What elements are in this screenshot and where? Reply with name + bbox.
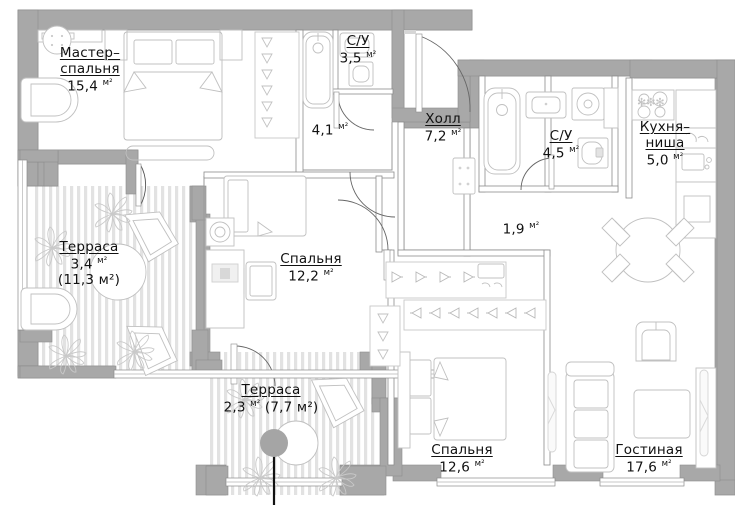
dining-chair [665, 217, 695, 247]
furniture: ✻✻✻ [20, 25, 717, 497]
room-unit: м² [673, 151, 684, 162]
desk-chair [243, 261, 277, 301]
toilet-main [348, 61, 374, 87]
room-label-bedroom-second: Спальня 12,2 м² [251, 251, 371, 285]
double-bed-master [104, 29, 243, 161]
room-name: Спальня [431, 442, 493, 458]
bathtub-second [483, 87, 521, 175]
room-name: Кухня– [639, 119, 691, 135]
room-name: Мастер– [59, 45, 121, 61]
windows [17, 159, 685, 487]
room-unit: м² [661, 458, 672, 469]
room-unit: м² [569, 144, 580, 155]
room-name-2: ниша [645, 134, 685, 151]
room-name: Холл [425, 111, 461, 127]
room-unit: м² [474, 458, 485, 469]
bathtub-main [302, 31, 334, 109]
outdoor-armchair [20, 287, 78, 331]
sofa [565, 361, 615, 473]
room-label-bathroom-second: С/У 4,5 м² [501, 128, 621, 162]
room-area: 4,5 [542, 145, 565, 162]
dining-chair [601, 217, 631, 247]
refrigerator [675, 89, 717, 129]
single-bed [223, 175, 307, 237]
room-unit: м² [366, 49, 377, 60]
svg-text:✻✻✻: ✻✻✻ [637, 96, 665, 109]
hall-console [404, 30, 416, 34]
room-area: 12,2 [288, 268, 320, 285]
room-name: Гостиная [615, 442, 683, 458]
sink-main [339, 32, 375, 58]
room-label-terrace-large: Терраса 3,4 м² (11,3 м²) [29, 239, 149, 289]
room-unit: м² [102, 77, 113, 88]
wardrobe-corridor [369, 261, 547, 367]
room-area: 3,4 [70, 256, 93, 273]
room-area: 2,3 [223, 399, 246, 416]
double-bed-third [397, 351, 507, 449]
room-unit: м² [338, 122, 349, 132]
room-label-bathroom-main: С/У 3,5 м² [298, 33, 418, 67]
room-label-living-room: Гостиная 17,6 м² [589, 442, 709, 476]
dining-chairs [601, 217, 695, 283]
stove-four-burner [631, 89, 675, 121]
room-name: Терраса [59, 239, 119, 255]
room-area: 15,4 [67, 78, 99, 95]
room-label-kitchen-niche: Кухня– ниша 5,0 м² [609, 119, 721, 169]
coffee-table [633, 389, 691, 439]
dining-chair [601, 253, 631, 283]
room-area-total: (7,7 м²) [264, 399, 319, 416]
room-area: 7,2 [424, 128, 447, 145]
room-area: 1,9 [502, 221, 525, 238]
hanger-rail-dressing [254, 31, 300, 139]
washing-machine [571, 87, 605, 121]
curtain-living [699, 369, 709, 457]
curtain-bedroom-third [547, 371, 557, 453]
desk [205, 249, 245, 329]
armchair-living [635, 321, 677, 362]
round-table-master [42, 25, 72, 55]
outdoor-armchair [124, 211, 180, 263]
room-label-bedroom-third: Спальня 12,6 м² [402, 442, 522, 476]
room-unit: м² [323, 267, 334, 278]
room-area: 17,6 [626, 459, 658, 476]
armchair-master [20, 77, 79, 123]
doors [135, 33, 555, 387]
room-area: 3,5 [339, 50, 362, 67]
toilet-second [577, 137, 609, 169]
room-name: Спальня [280, 251, 342, 267]
dining-chair [665, 253, 695, 283]
room-name: С/У [549, 128, 573, 144]
room-area: 4,1 [311, 122, 334, 139]
sink-second [525, 91, 567, 119]
room-unit: м² [529, 221, 540, 231]
room-unit: м² [250, 398, 261, 409]
room-unit: м² [451, 127, 462, 138]
bathroom-cabinet [603, 87, 619, 129]
room-label-dressing-room: 4,1 м² [270, 122, 390, 139]
room-name: С/У [346, 33, 370, 49]
room-unit: м² [97, 255, 108, 266]
room-area-total: (11,3 м²) [57, 272, 121, 289]
bedside-lamp [205, 217, 235, 247]
room-name: Терраса [241, 382, 301, 398]
room-area: 5,0 [646, 152, 669, 169]
outdoor-armchair [310, 377, 365, 429]
kitchen-vent: ✻✻✻ [637, 96, 665, 109]
room-label-master-bedroom: Мастер– спальня 15,4 м² [0, 45, 180, 95]
outdoor-table [89, 243, 147, 301]
electric-panel [452, 157, 476, 195]
room-label-corridor: 1,9 м² [461, 221, 581, 238]
room-area: 12,6 [439, 459, 471, 476]
room-label-terrace-small: Терраса 2,3 м² (7,7 м²) [181, 382, 361, 416]
room-label-hall: Холл 7,2 м² [383, 111, 503, 145]
dining-table-round [615, 217, 681, 283]
room-name-2: спальня [60, 60, 120, 77]
location-marker[interactable] [260, 429, 288, 505]
